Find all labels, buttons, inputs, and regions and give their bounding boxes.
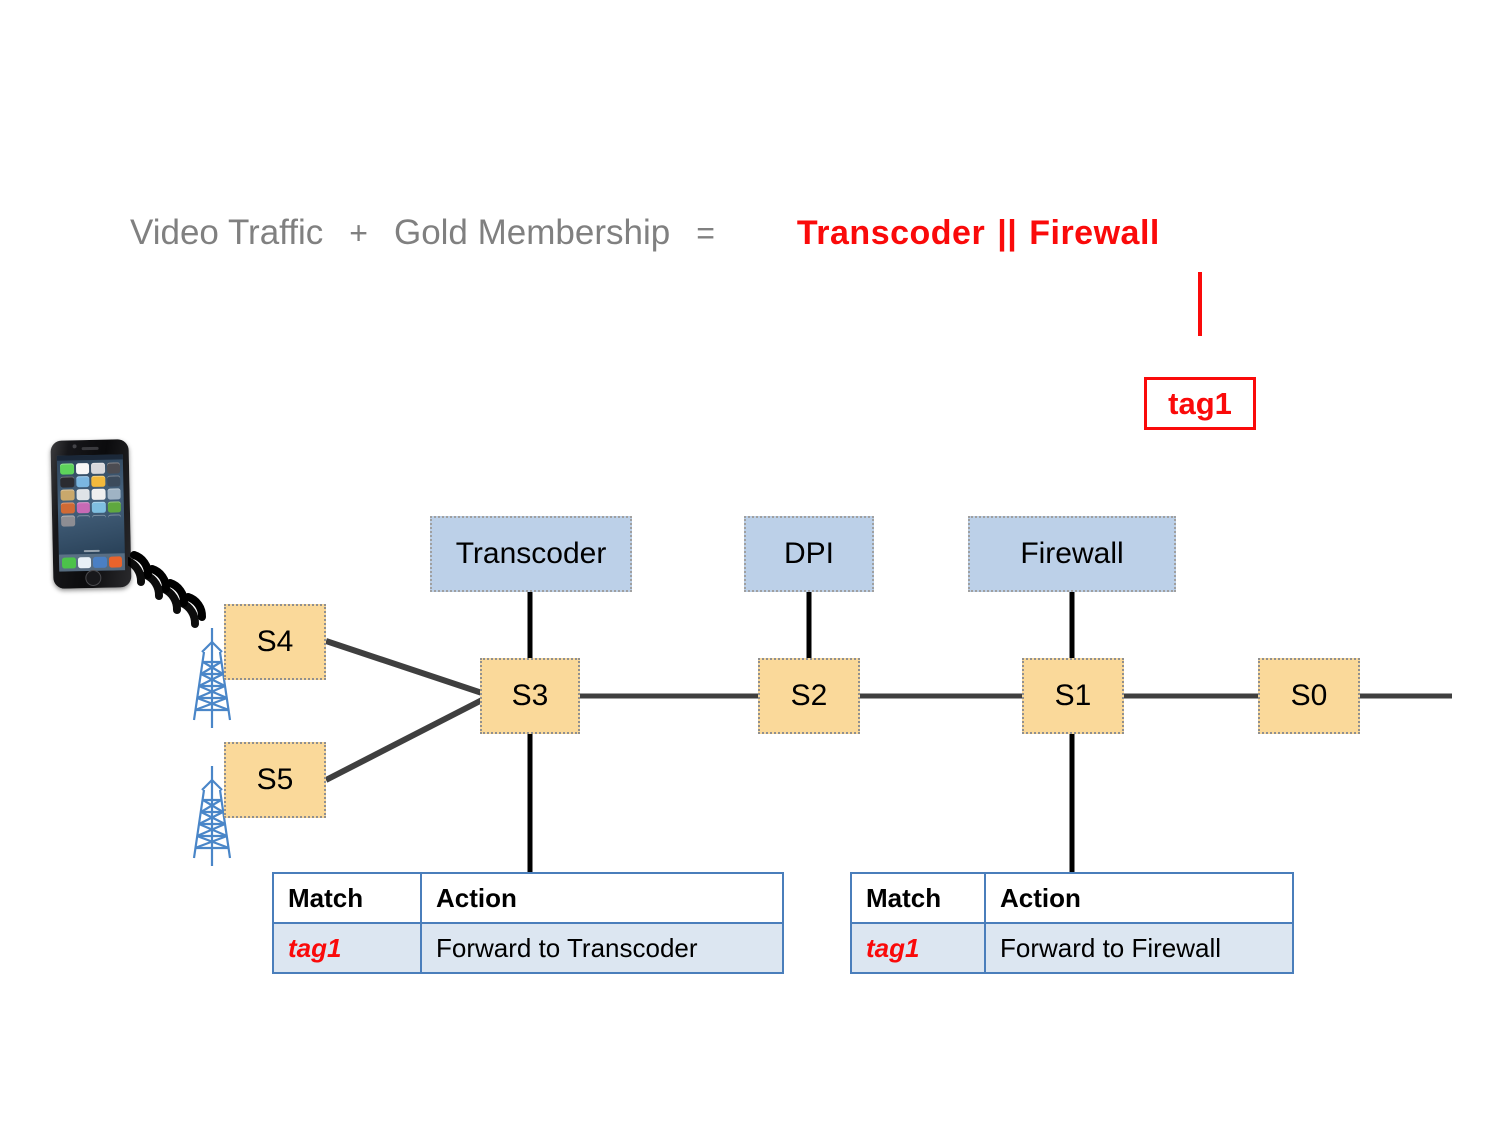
app-icon-itunes <box>76 502 90 514</box>
switch-s2-label: S2 <box>790 679 828 712</box>
middlebox-dpi[interactable]: DPI <box>744 516 874 592</box>
app-slot-empty-3 <box>108 514 122 525</box>
cell-tower-icon-top <box>192 628 232 728</box>
flow-table-s1-match-value: tag1 <box>850 922 986 974</box>
flow-table-s1-header-action: Action <box>984 872 1294 924</box>
app-icon-clock-dark <box>60 476 74 488</box>
switch-s0-label: S0 <box>1290 679 1328 712</box>
middlebox-firewall[interactable]: Firewall <box>968 516 1176 592</box>
app-slot-empty-1 <box>77 515 91 526</box>
switch-s2[interactable]: S2 <box>758 658 860 734</box>
flow-table-s3: Match Action tag1 Forward to Transcoder <box>272 872 784 974</box>
app-icon-camera <box>106 462 121 474</box>
flow-table-s3-header-match: Match <box>272 872 422 924</box>
app-icon-passbook <box>107 501 121 513</box>
link-s5-s3 <box>324 697 484 783</box>
app-icon-stocks <box>60 489 75 501</box>
app-slot-empty-2 <box>92 515 106 526</box>
app-icon-app-store <box>91 501 106 513</box>
switch-s3[interactable]: S3 <box>480 658 580 734</box>
tag-box: tag1 <box>1144 377 1256 430</box>
switch-s1-label: S1 <box>1054 679 1092 712</box>
app-icon-maps <box>75 489 90 501</box>
flow-table-s3-match-value: tag1 <box>272 922 422 974</box>
phone-app-grid <box>57 459 124 527</box>
app-icon-weather <box>75 476 90 488</box>
policy-formula: Video Traffic + Gold Membership = Transc… <box>130 204 1160 262</box>
wireless-signal-icon <box>128 551 206 628</box>
dock-icon-mail <box>77 557 92 569</box>
formula-term-video-traffic: Video Traffic <box>130 213 324 252</box>
dock-icon-safari <box>92 556 107 568</box>
smartphone-icon <box>50 439 132 589</box>
switch-s5[interactable]: S5 <box>224 742 326 818</box>
formula-result: Transcoder || Firewall <box>797 214 1160 253</box>
middlebox-transcoder-label: Transcoder <box>455 537 607 570</box>
link-s4-s3 <box>325 638 483 696</box>
flow-table-s1-row: tag1 Forward to Firewall <box>850 922 1294 974</box>
switch-s1[interactable]: S1 <box>1022 658 1124 734</box>
switch-s0[interactable]: S0 <box>1258 658 1360 734</box>
flow-table-s3-header-row: Match Action <box>272 872 784 924</box>
phone-dock <box>58 553 126 572</box>
switch-s4-label: S4 <box>256 625 294 658</box>
flow-table-s1-action-value: Forward to Firewall <box>984 922 1294 974</box>
app-icon-reminders <box>106 475 121 487</box>
app-icon-photos <box>90 462 105 474</box>
flow-table-s3-action-value: Forward to Transcoder <box>420 922 784 974</box>
formula-result-transcoder: Transcoder <box>796 213 986 252</box>
app-icon-clock <box>91 488 106 500</box>
dock-icon-phone <box>61 557 76 569</box>
switch-s4[interactable]: S4 <box>224 604 326 680</box>
phone-page-dots <box>83 549 100 553</box>
formula-equals-operator: = <box>696 214 715 251</box>
cell-tower-icon-bottom <box>192 766 232 866</box>
formula-result-bars: || <box>997 213 1018 252</box>
middlebox-firewall-label: Firewall <box>1020 537 1124 570</box>
phone-camera <box>72 444 77 449</box>
flow-table-s1: Match Action tag1 Forward to Firewall <box>850 872 1294 974</box>
formula-plus-operator: + <box>349 214 368 251</box>
phone-screen <box>56 454 126 572</box>
app-icon-messages <box>59 463 74 475</box>
middlebox-dpi-label: DPI <box>783 537 834 570</box>
app-icon-notes <box>91 475 105 487</box>
app-icon-settings <box>61 515 75 527</box>
flow-table-s3-row: tag1 Forward to Transcoder <box>272 922 784 974</box>
phone-earpiece <box>81 446 99 451</box>
tag-box-label: tag1 <box>1168 385 1232 421</box>
app-icon-newsstand <box>106 488 121 500</box>
flow-table-s3-header-action: Action <box>420 872 784 924</box>
formula-result-firewall: Firewall <box>1029 213 1160 252</box>
flow-table-s1-header-match: Match <box>850 872 986 924</box>
app-icon-calendar <box>75 463 90 475</box>
phone-home-button <box>85 569 102 587</box>
flow-table-s1-header-row: Match Action <box>850 872 1294 924</box>
dock-icon-music <box>108 556 123 568</box>
middlebox-transcoder[interactable]: Transcoder <box>430 516 632 592</box>
app-icon-game-center <box>60 502 75 514</box>
switch-s5-label: S5 <box>256 763 294 796</box>
tag-connector-line <box>1198 272 1202 336</box>
switch-s3-label: S3 <box>511 679 549 712</box>
formula-term-gold-membership: Gold Membership <box>393 213 671 252</box>
